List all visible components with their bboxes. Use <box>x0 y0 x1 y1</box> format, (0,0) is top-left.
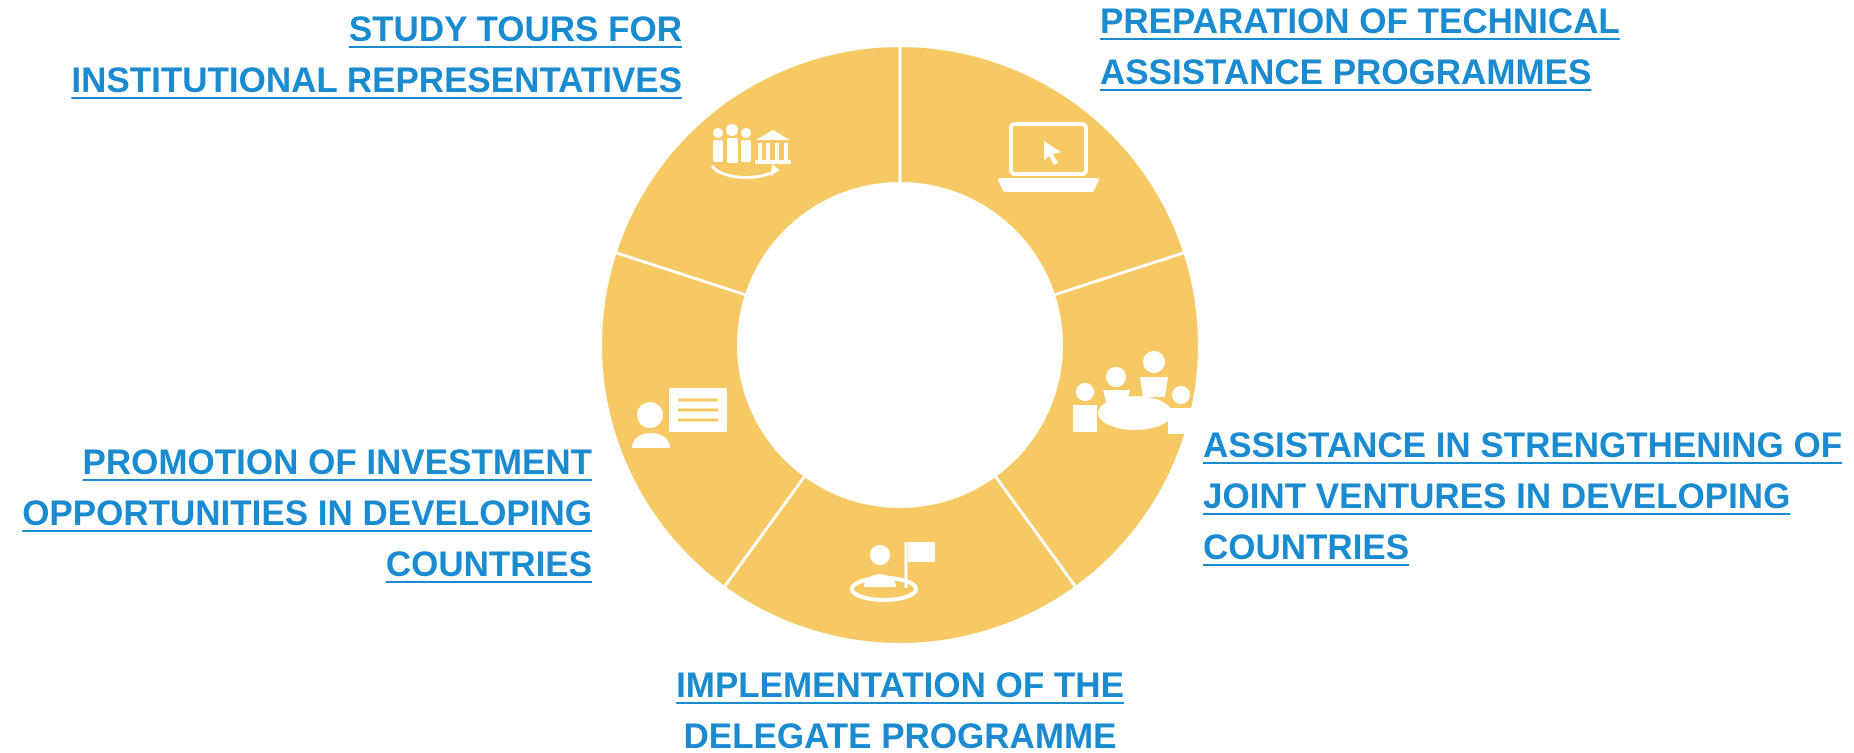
joint-ventures-link-line-3[interactable]: COUNTRIES <box>1203 528 1410 567</box>
people-institution-icon <box>710 124 791 179</box>
investment-promotion-link-line-1[interactable]: PROMOTION OF INVESTMENT <box>82 443 592 482</box>
study-tours-link[interactable]: STUDY TOURS FOR INSTITUTIONAL REPRESENTA… <box>71 4 682 106</box>
delegate-programme-link-line-2[interactable]: DELEGATE PROGRAMME <box>683 717 1117 753</box>
joint-ventures-link-line-2[interactable]: JOINT VENTURES IN DEVELOPING <box>1203 477 1791 516</box>
delegate-programme-link[interactable]: IMPLEMENTATION OF THE DELEGATE PROGRAMME <box>630 660 1170 753</box>
ring-divider-3 <box>993 474 1078 589</box>
ring-divider-4 <box>722 474 807 589</box>
technical-assistance-link-line-1[interactable]: PREPARATION OF TECHNICAL <box>1100 2 1620 41</box>
ring-divider-5 <box>614 250 748 297</box>
presenter-board-icon <box>632 388 727 448</box>
study-tours-link-line-2[interactable]: INSTITUTIONAL REPRESENTATIVES <box>71 61 682 100</box>
laptop-cursor-icon <box>998 122 1099 192</box>
delegate-programme-link-line-1[interactable]: IMPLEMENTATION OF THE <box>676 666 1124 705</box>
ring-divider-2 <box>1052 250 1186 297</box>
study-tours-link-line-1[interactable]: STUDY TOURS FOR <box>348 10 682 49</box>
investment-promotion-link-line-2[interactable]: OPPORTUNITIES IN DEVELOPING <box>22 494 592 533</box>
investment-promotion-link-line-3[interactable]: COUNTRIES <box>385 545 592 584</box>
joint-ventures-link[interactable]: ASSISTANCE IN STRENGTHENING OF JOINT VEN… <box>1203 420 1842 573</box>
ring-segment-3 <box>724 476 1076 643</box>
investment-promotion-link[interactable]: PROMOTION OF INVESTMENT OPPORTUNITIES IN… <box>22 437 592 590</box>
technical-assistance-link[interactable]: PREPARATION OF TECHNICAL ASSISTANCE PROG… <box>1100 0 1620 98</box>
joint-ventures-link-line-1[interactable]: ASSISTANCE IN STRENGTHENING OF <box>1203 426 1843 465</box>
technical-assistance-link-line-2[interactable]: ASSISTANCE PROGRAMMES <box>1100 53 1592 92</box>
ring-segment-1 <box>900 47 1184 295</box>
ring-dividers <box>614 45 1186 589</box>
meeting-table-icon <box>1073 351 1192 434</box>
delegate-flag-icon <box>850 542 935 602</box>
ring-segment-5 <box>616 47 900 295</box>
